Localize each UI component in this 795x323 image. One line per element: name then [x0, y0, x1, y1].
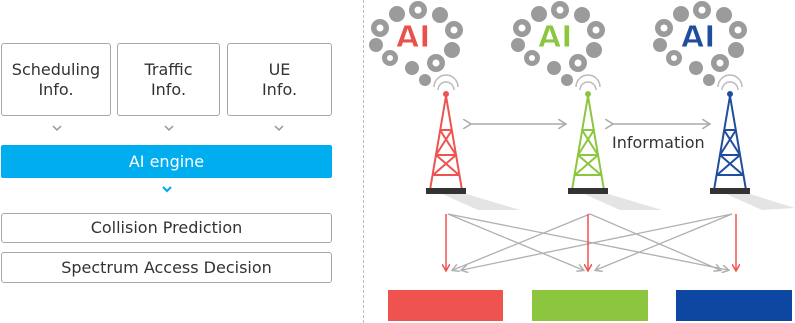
ai-badge-blue: AI — [681, 20, 715, 55]
traffic-info-box: Traffic Info. — [117, 43, 220, 116]
chevron-down-icon — [52, 125, 62, 132]
scheduling-info-box: Scheduling Info. — [1, 43, 111, 116]
interference-arrows — [447, 213, 733, 270]
chevron-down-icon — [164, 125, 174, 132]
ue-bar-blue — [676, 290, 792, 321]
cell-tower-red — [426, 74, 520, 210]
ai-engine-label: AI engine — [128, 152, 205, 171]
brain-gears-icon — [653, 1, 747, 86]
brain-gears-icon — [369, 1, 463, 86]
ue-bar-red — [388, 290, 503, 321]
brain-gears-icon — [511, 1, 605, 86]
collision-prediction-box: Collision Prediction — [1, 213, 332, 243]
spectrum-access-decision-box: Spectrum Access Decision — [1, 252, 332, 283]
scheduling-info-label: Scheduling Info. — [11, 59, 101, 99]
ue-bar-green — [532, 290, 648, 321]
spectrum-access-decision-label: Spectrum Access Decision — [61, 257, 272, 277]
panel-divider — [363, 0, 364, 323]
collision-prediction-label: Collision Prediction — [90, 218, 243, 237]
chevron-down-icon — [162, 186, 172, 193]
ue-info-label: UE Info. — [261, 59, 298, 99]
cell-tower-green — [568, 74, 662, 210]
ai-badge-green: AI — [538, 20, 572, 55]
direct-arrows — [446, 214, 736, 270]
ai-badge-red: AI — [396, 20, 430, 55]
information-label: Information — [612, 133, 705, 152]
traffic-info-label: Traffic Info. — [144, 59, 193, 99]
ue-info-box: UE Info. — [227, 43, 332, 116]
cell-tower-blue — [710, 74, 795, 210]
ai-engine-bar: AI engine — [1, 145, 332, 178]
chevron-down-icon — [274, 125, 284, 132]
